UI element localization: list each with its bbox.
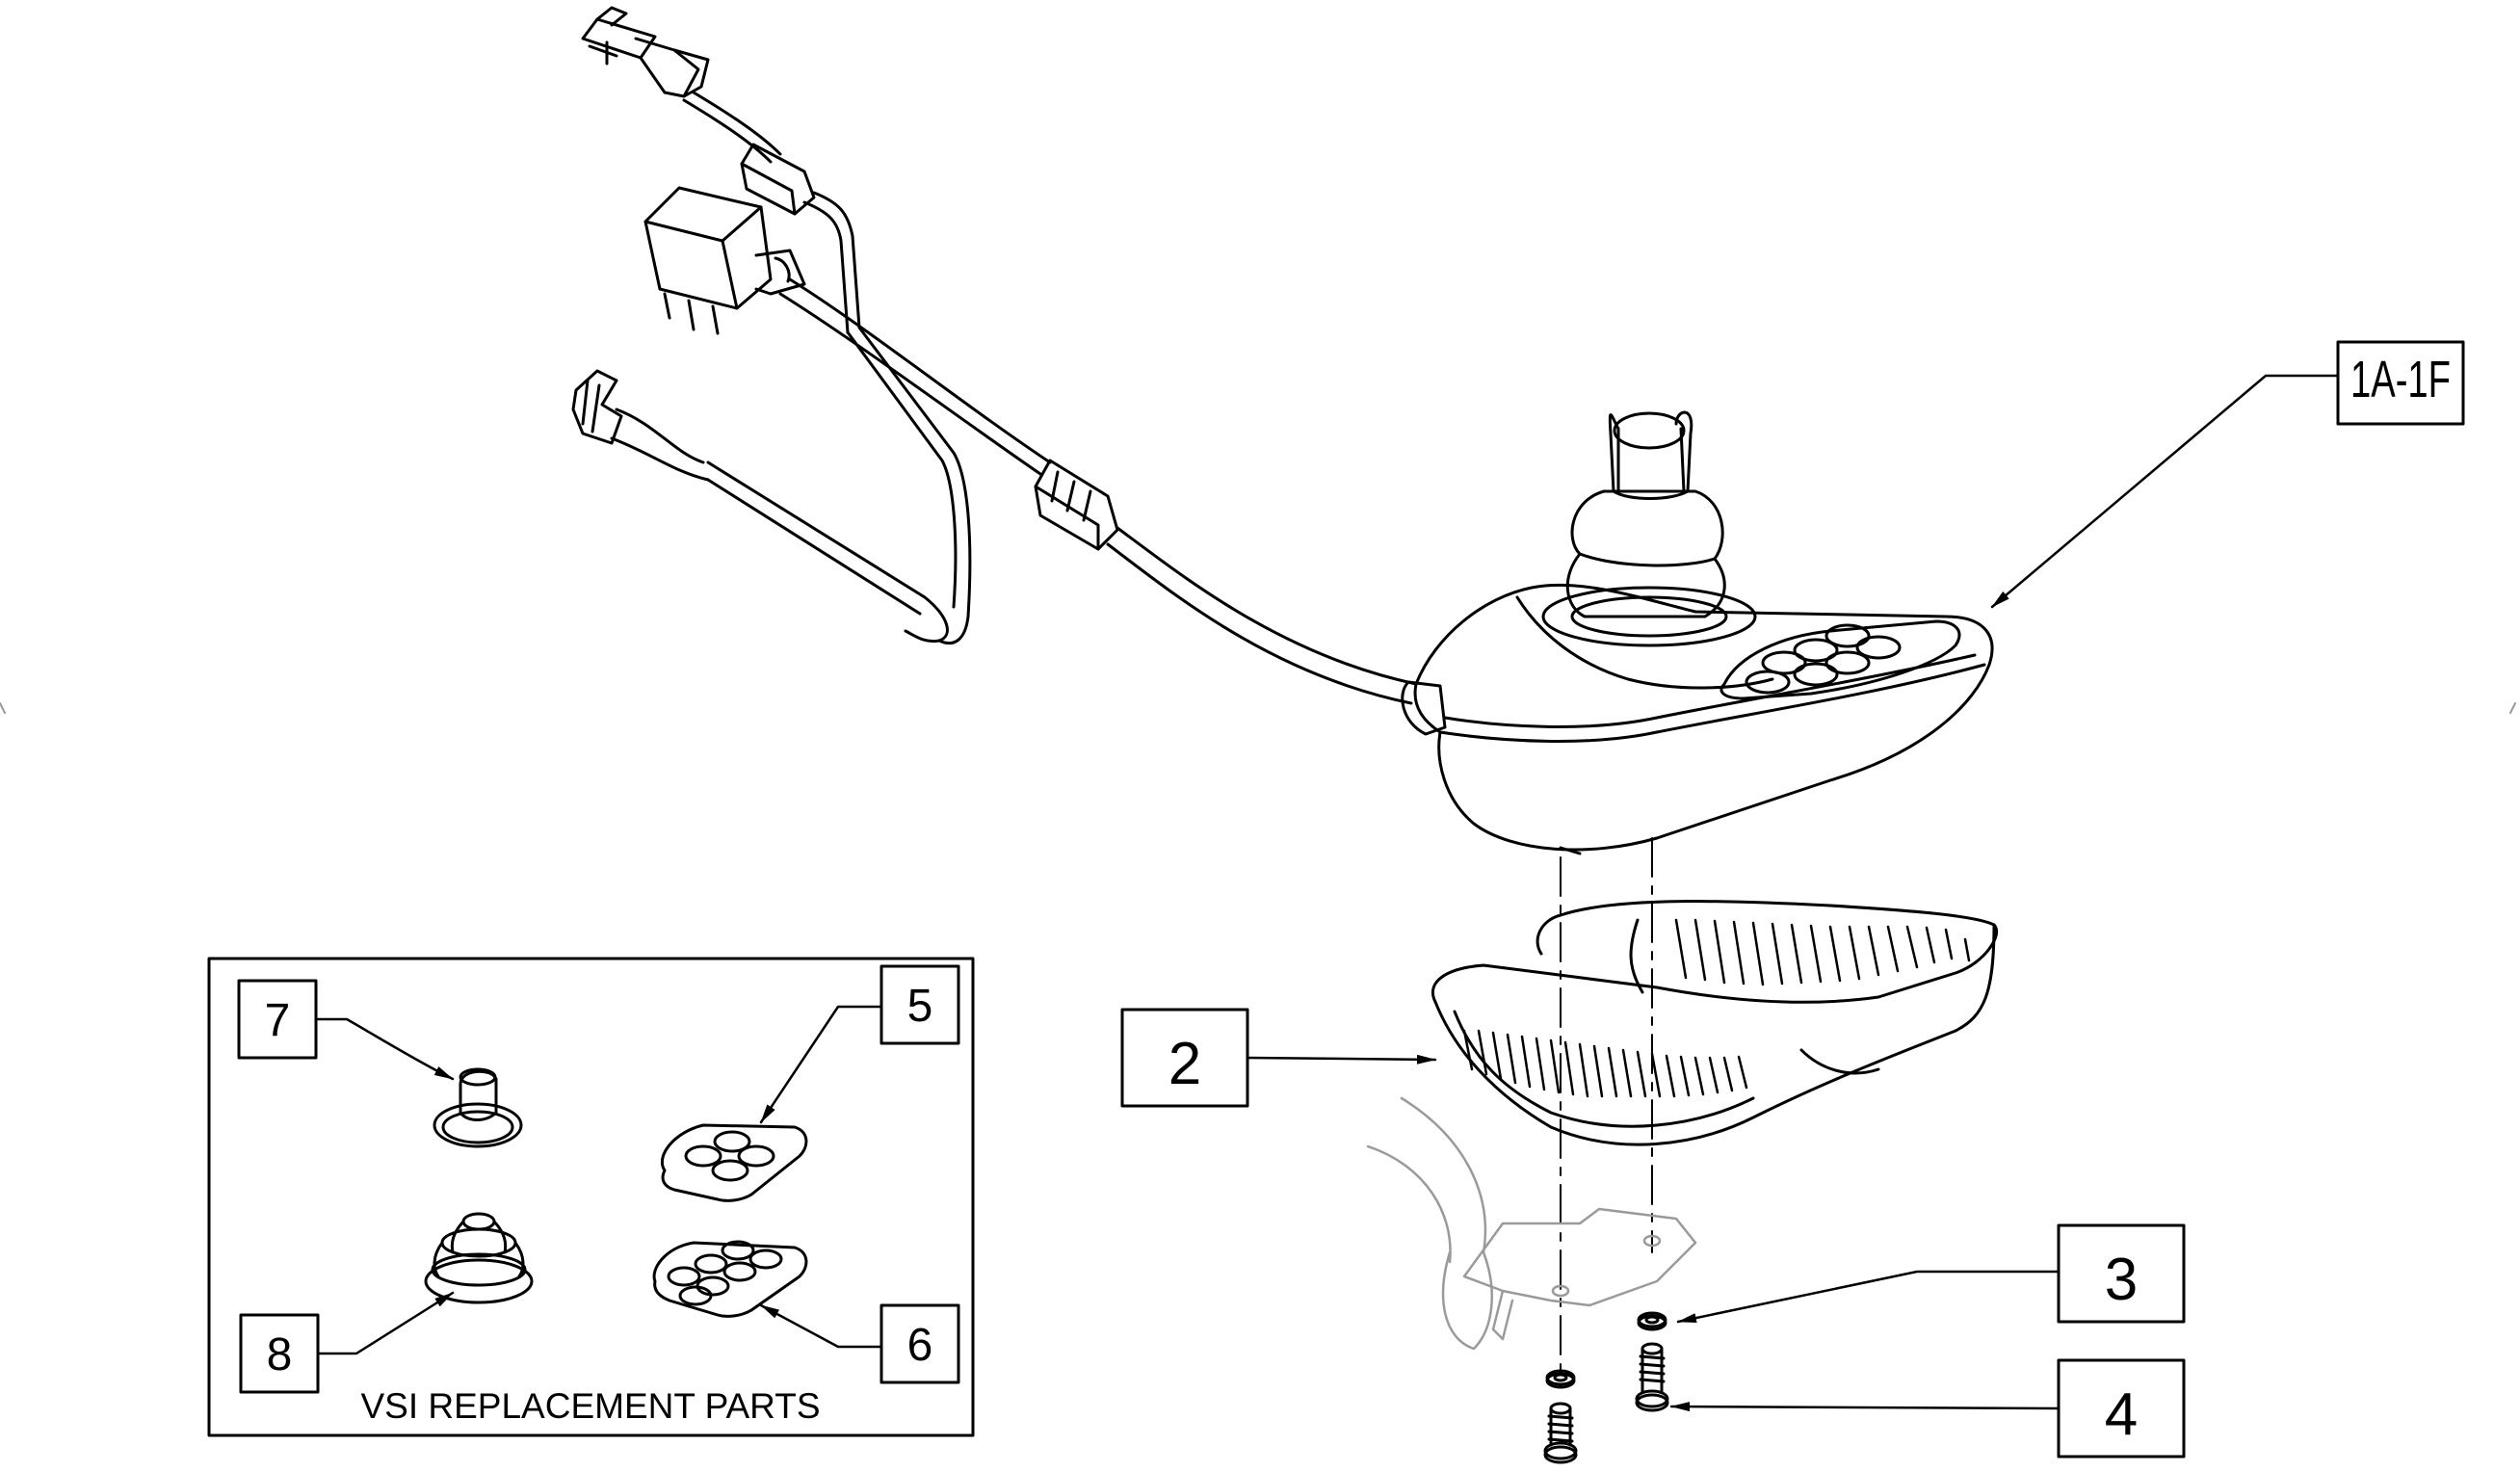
- callout-label-8: 8: [267, 1329, 293, 1380]
- vsi-replacement-parts-inset: VSI REPLACEMENT PARTS 7 5 8 6: [207, 957, 975, 1437]
- callout-4: 4: [1669, 1358, 2186, 1459]
- callout-2: 2: [1120, 1008, 1437, 1108]
- callout-label-2: 2: [1168, 1031, 1201, 1097]
- relay-box: [643, 186, 806, 335]
- screw-left: [1543, 1402, 1578, 1464]
- washer-left: [1545, 1369, 1576, 1389]
- edge-mark-right: [2509, 702, 2516, 714]
- alignment-lines: [1560, 837, 1653, 1379]
- mounting-bracket-ghost: [1366, 1096, 1697, 1351]
- part-keypad-large: [652, 1240, 808, 1318]
- callout-label-7: 7: [265, 995, 291, 1046]
- part-knob: [433, 1067, 523, 1148]
- joystick-controller: [1401, 410, 1994, 855]
- callout-box-5: [879, 964, 960, 1045]
- callout-label-5: 5: [907, 981, 933, 1032]
- tray-vent-slots: [1462, 918, 1971, 1098]
- inset-title: VSI REPLACEMENT PARTS: [360, 1386, 820, 1426]
- ferrite-bead-main: [1034, 459, 1119, 551]
- edge-mark-left: [0, 702, 6, 714]
- ferrite-bead-top: [740, 143, 816, 216]
- mounting-tray: [1431, 900, 1999, 1146]
- callout-label-3: 3: [2105, 1247, 2138, 1313]
- callout-box: [2336, 340, 2465, 426]
- callout-label-6: 6: [907, 1320, 933, 1371]
- callout-label-4: 4: [2105, 1381, 2138, 1448]
- bottom-connector: [571, 369, 710, 482]
- callout-box-6: [879, 1303, 960, 1384]
- top-connector: [581, 6, 710, 98]
- washer-right: [1637, 1311, 1667, 1331]
- part-keypad-small: [661, 1123, 808, 1202]
- screw-right: [1635, 1342, 1669, 1412]
- part-gaiter: [424, 1212, 534, 1304]
- callout-3: 3: [1676, 1223, 2186, 1324]
- callout-1a-1f: 1A-1F: [1990, 340, 2465, 609]
- callout-label-1a-1f: 1A-1F: [2350, 351, 2451, 408]
- callout-box: [2057, 1223, 2186, 1324]
- cable-harness: [571, 6, 1418, 705]
